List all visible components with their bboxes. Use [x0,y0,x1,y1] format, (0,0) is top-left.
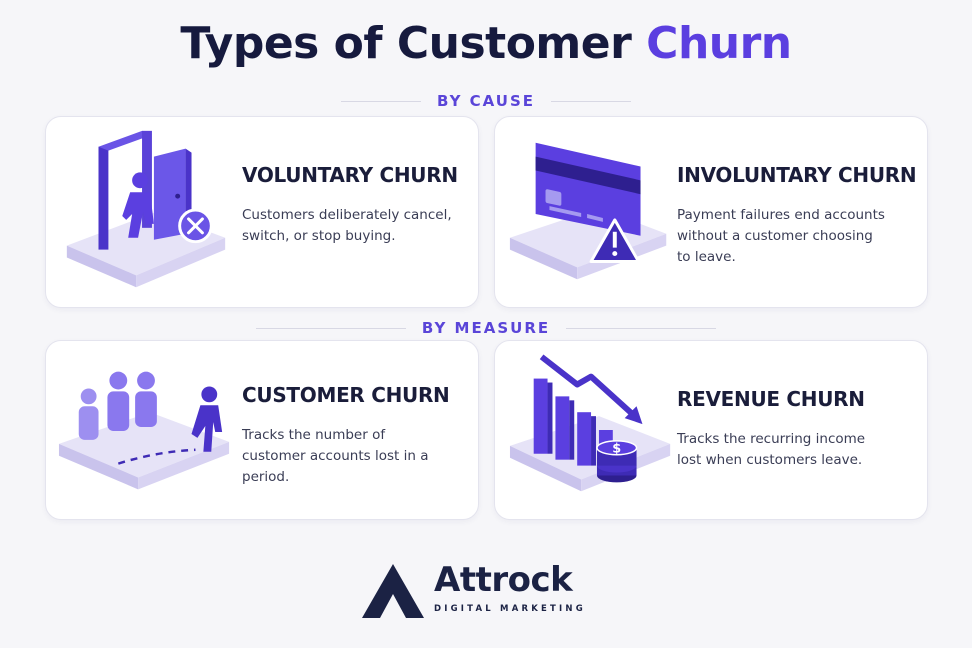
door-exit-icon [66,130,226,288]
desc-line: Tracks the recurring income [677,431,866,447]
card-involuntary-description: Payment failures end accounts without a … [677,205,885,268]
card-revenue-description: Tracks the recurring income lost when cu… [677,429,865,471]
section-label-by-measure: BY MEASURE [0,319,972,337]
desc-line: customer accounts lost in a [242,448,429,464]
card-voluntary-heading: VOLUNTARY CHURN [242,163,458,187]
desc-line: lost when customers leave. [677,452,863,468]
section-label-by-cause: BY CAUSE [0,92,972,110]
logo-name: Attrock [434,560,573,600]
desc-line: switch, or stop buying. [242,228,396,244]
divider-line [566,328,717,329]
card-involuntary-churn: INVOLUNTARY CHURN Payment failures end a… [494,116,928,308]
title-prefix: Types of Customer [180,18,632,69]
card-customer-churn: CUSTOMER CHURN Tracks the number of cust… [45,340,479,520]
section-by-cause-text: BY CAUSE [436,92,536,110]
divider-line [340,101,421,102]
title-accent: Churn [646,18,792,69]
section-by-measure-text: BY MEASURE [421,319,551,337]
coin-symbol: $ [612,442,621,457]
declining-revenue-icon: $ [509,354,671,492]
card-revenue-heading: REVENUE CHURN [677,387,865,411]
card-customer-description: Tracks the number of customer accounts l… [242,425,428,488]
people-leaving-icon [58,371,230,490]
card-involuntary-heading: INVOLUNTARY CHURN [677,163,917,187]
desc-line: Customers deliberately cancel, [242,207,452,223]
divider-line [255,328,406,329]
page-title: Types of Customer Churn [0,18,972,69]
brand-logo: Attrock DIGITAL MARKETING [362,560,592,622]
divider-line [551,101,632,102]
desc-line: period. [242,469,290,485]
desc-line: without a customer choosing [677,228,873,244]
desc-line: Tracks the number of [242,427,386,443]
card-customer-heading: CUSTOMER CHURN [242,383,450,407]
logo-mark-icon [362,564,424,618]
logo-tagline: DIGITAL MARKETING [434,604,586,614]
desc-line: Payment failures end accounts [677,207,885,223]
desc-line: to leave. [677,249,736,265]
credit-card-warning-icon [509,142,667,280]
card-revenue-churn: $ REVENUE CHURN Tracks the recurring inc… [494,340,928,520]
card-voluntary-churn: VOLUNTARY CHURN Customers deliberately c… [45,116,479,308]
card-voluntary-description: Customers deliberately cancel, switch, o… [242,205,452,247]
